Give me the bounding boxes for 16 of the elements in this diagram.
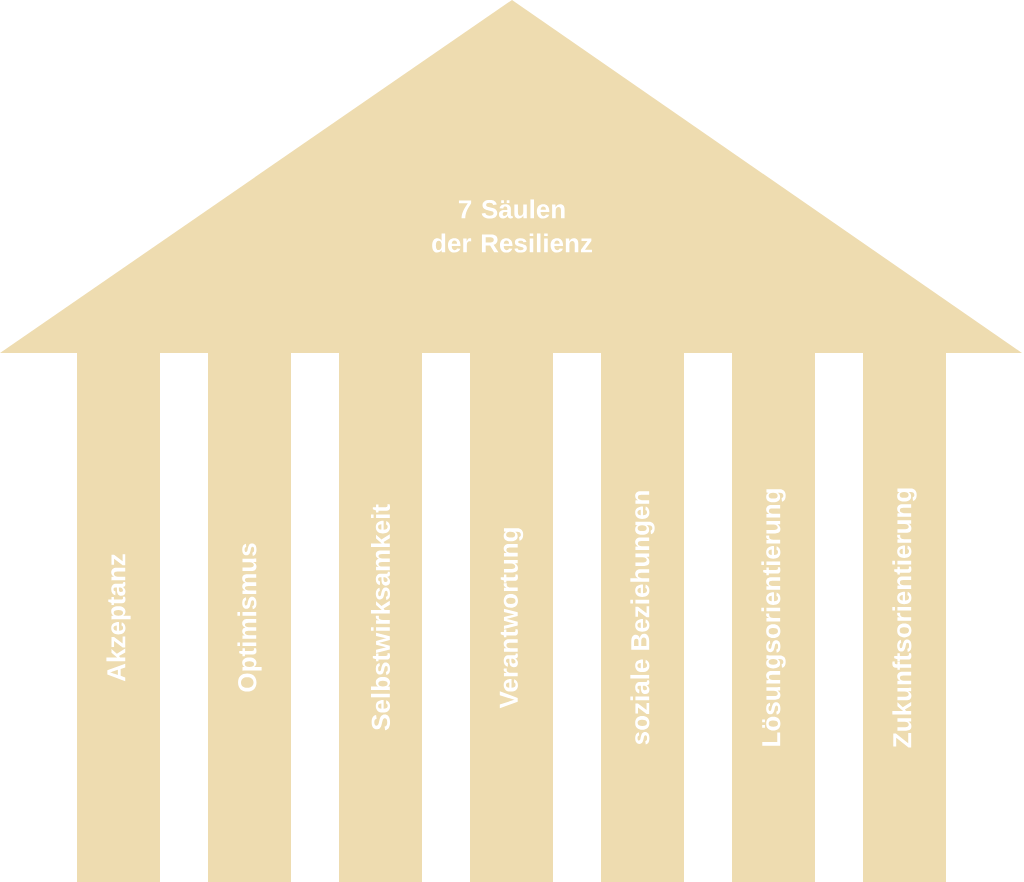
node-label: 7 Säulen der Resilienz [432, 199, 592, 253]
pillar: Lösungsorientierung [732, 353, 815, 882]
pillar: Optimismus [208, 353, 291, 882]
pillar: soziale Beziehungen [601, 353, 684, 882]
roof-triangle: 7 Säulen der Resilienz [0, 0, 1022, 353]
node-label: Lösungsorientierung [761, 489, 786, 746]
node-label: Zukunftsorientierung [892, 488, 917, 748]
node-label: Verantwortung [499, 528, 524, 709]
node-label: soziale Beziehungen [630, 491, 655, 745]
pillar: Selbstwirksamkeit [339, 353, 422, 882]
node-label: Selbstwirksamkeit [370, 504, 391, 731]
pillar: Akzeptanz [77, 353, 160, 882]
node-label: Akzeptanz [106, 554, 131, 682]
node-label: Optimismus [237, 543, 262, 692]
pillar: Zukunftsorientierung [863, 353, 946, 882]
pillar: Verantwortung [470, 353, 553, 882]
